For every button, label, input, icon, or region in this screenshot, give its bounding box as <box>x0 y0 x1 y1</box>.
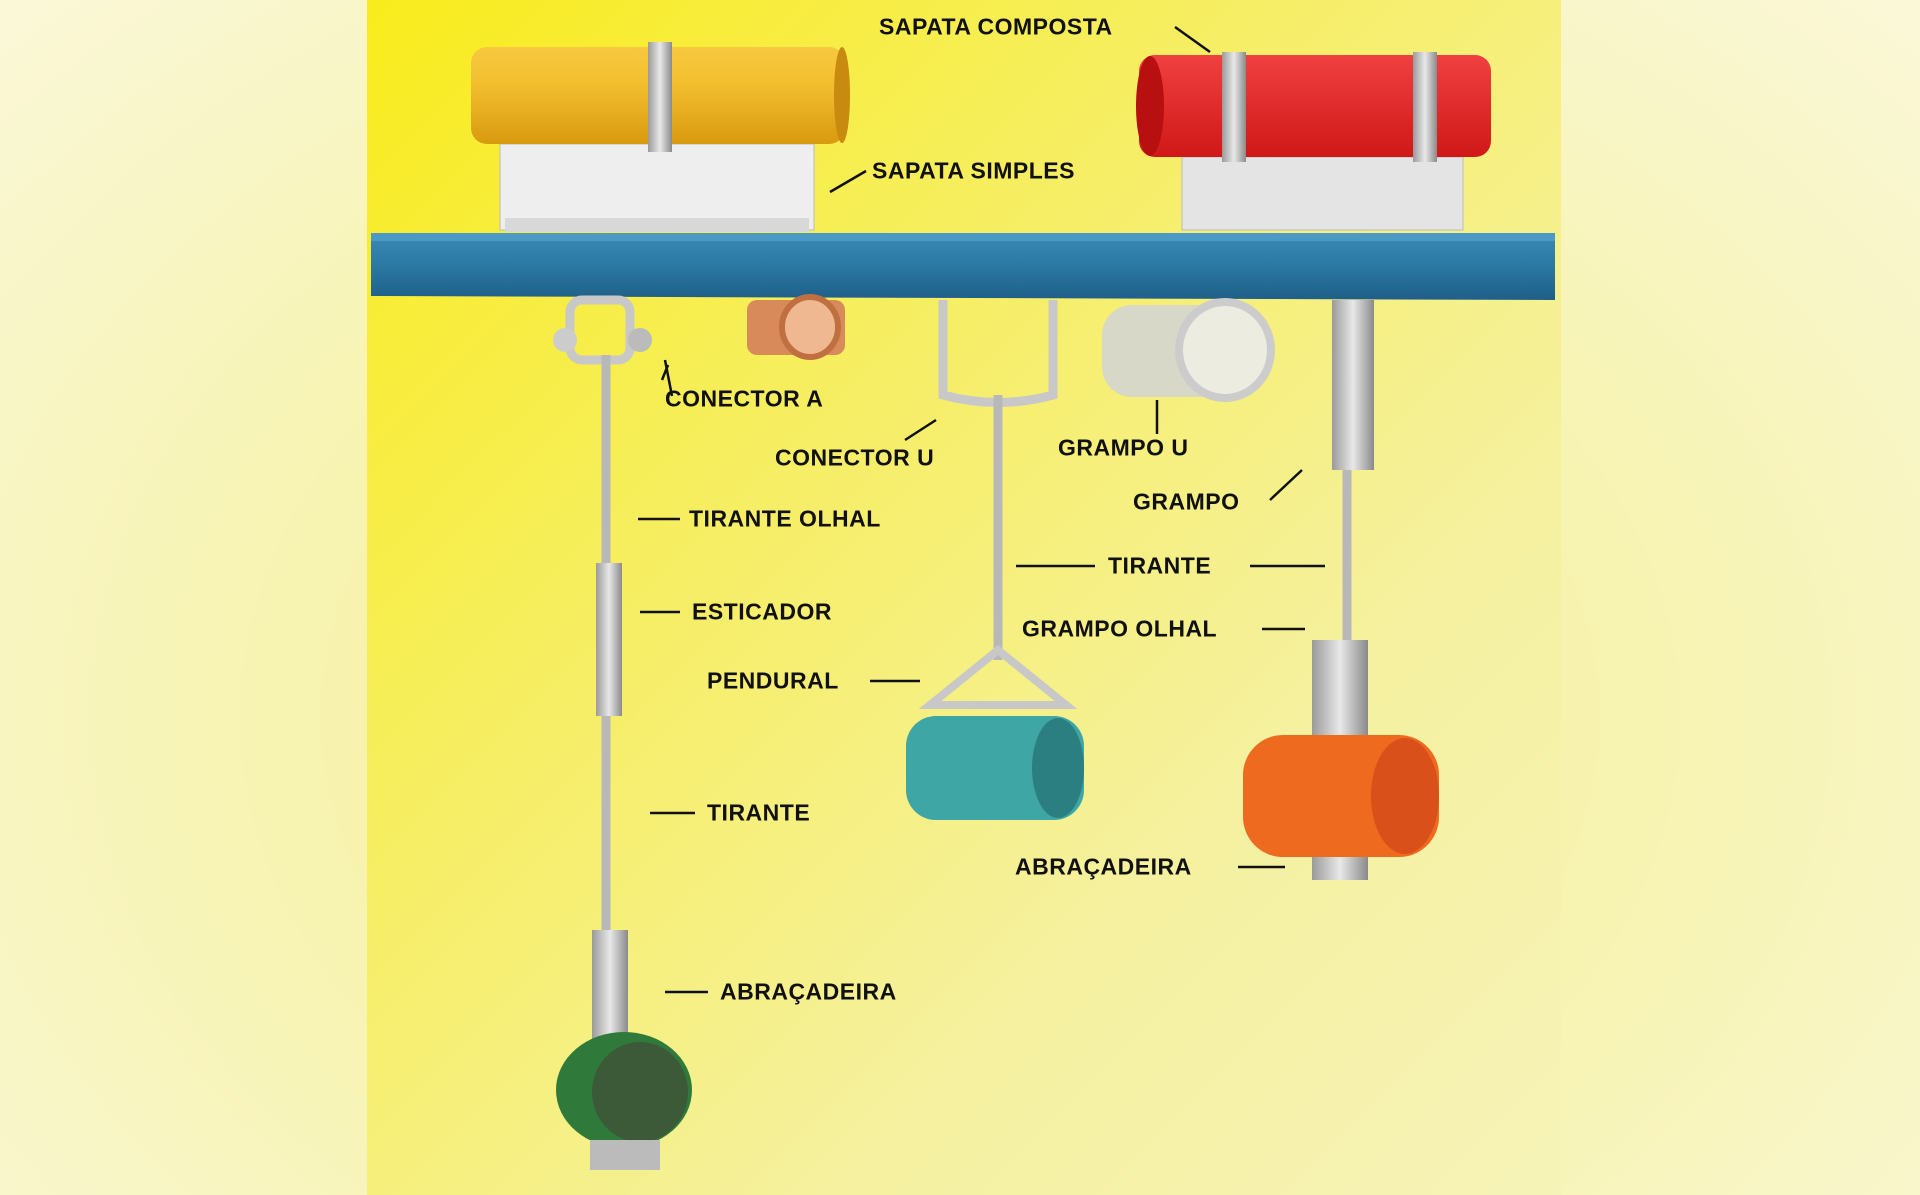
label-conector-a: CONECTOR A <box>665 385 824 412</box>
label-arrows <box>638 25 1325 994</box>
clamp-band <box>1413 52 1437 162</box>
green-pipe <box>556 1032 692 1170</box>
grampo <box>1332 300 1374 470</box>
label-pendural: PENDURAL <box>707 667 839 694</box>
clamp-band <box>648 42 672 152</box>
label-abracadeira-left: ABRAÇADEIRA <box>720 978 897 1005</box>
label-esticador: ESTICADOR <box>692 598 832 625</box>
pendural <box>918 644 1078 709</box>
abracadeira-left-clamp <box>592 930 628 1040</box>
orange-pipe <box>1243 735 1439 857</box>
label-sapata-simples: SAPATA SIMPLES <box>872 157 1075 184</box>
label-grampo: GRAMPO <box>1133 488 1240 515</box>
clamp-band <box>1222 52 1246 162</box>
label-sapata-composta: SAPATA COMPOSTA <box>879 13 1113 40</box>
label-conector-u: CONECTOR U <box>775 444 935 471</box>
label-abracadeira-right: ABRAÇADEIRA <box>1015 853 1192 880</box>
label-tirante-olhal: TIRANTE OLHAL <box>689 505 881 532</box>
teal-pipe <box>906 716 1084 820</box>
label-tirante-middle: TIRANTE <box>1108 552 1212 579</box>
sapata-simples-shoe <box>499 143 815 232</box>
sapata-composta-shoe <box>1181 156 1464 231</box>
esticador <box>596 563 622 716</box>
conector-u <box>938 300 1058 407</box>
steel-beam <box>371 233 1555 300</box>
copper-pipe <box>747 294 845 360</box>
label-tirante-left: TIRANTE <box>707 799 811 826</box>
conector-a <box>553 295 652 365</box>
label-grampo-olhal: GRAMPO OLHAL <box>1022 615 1218 642</box>
red-pipe <box>1136 55 1491 157</box>
grampo-u-pipe <box>1102 298 1275 402</box>
label-grampo-u: GRAMPO U <box>1058 434 1189 461</box>
